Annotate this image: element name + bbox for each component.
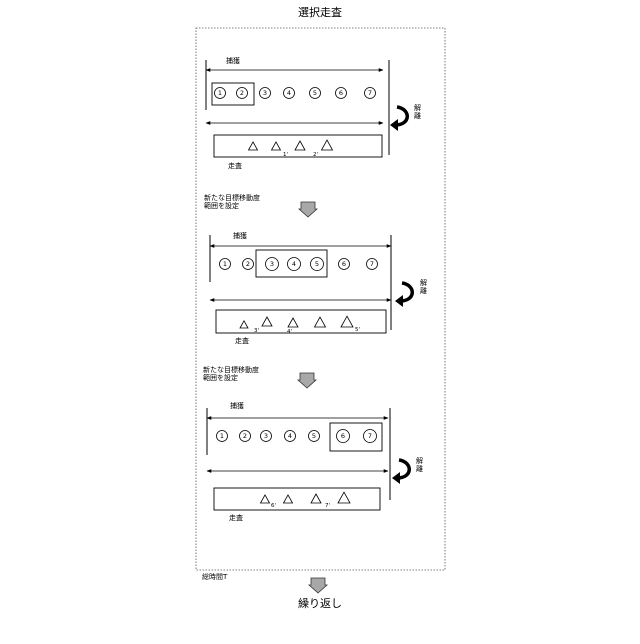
position-number: 2 xyxy=(243,432,247,440)
position-number: 7 xyxy=(368,89,372,97)
position-number: 7 xyxy=(370,260,374,268)
release-arrow-head xyxy=(395,295,403,307)
position-number: 6 xyxy=(342,260,346,268)
position-number: 2 xyxy=(240,89,244,97)
release-arrow-head xyxy=(392,472,400,484)
peak-label: 5' xyxy=(355,327,360,333)
transition-arrow xyxy=(298,373,316,388)
peak-triangle xyxy=(322,140,333,150)
peak-triangle xyxy=(272,142,281,150)
scan-box xyxy=(216,310,386,333)
position-number: 5 xyxy=(313,89,317,97)
repeat-label: 繰り返し xyxy=(0,597,640,610)
transition-arrow xyxy=(309,578,327,593)
peak-triangle xyxy=(288,318,298,327)
peak-label: 2' xyxy=(313,152,318,158)
position-number: 1 xyxy=(220,432,224,440)
peak-triangle xyxy=(249,142,258,150)
peak-label: 1' xyxy=(283,152,288,158)
peak-triangle xyxy=(295,141,305,150)
peak-triangle xyxy=(338,492,350,503)
position-number: 3 xyxy=(264,432,268,440)
peak-triangle xyxy=(315,317,326,327)
position-number: 3 xyxy=(263,89,267,97)
release-label: 解離 xyxy=(416,457,426,474)
position-number: 6 xyxy=(339,89,343,97)
capture-label: 捕獲 xyxy=(226,57,240,65)
position-number: 4 xyxy=(288,432,292,440)
position-number: 3 xyxy=(270,260,274,268)
release-label: 解離 xyxy=(414,104,424,121)
position-number: 2 xyxy=(246,260,250,268)
next-range-label: 新たな目標移動度 範囲を設定 xyxy=(203,366,259,383)
position-number: 5 xyxy=(312,432,316,440)
peak-triangle xyxy=(341,316,353,327)
scan-label: 走査 xyxy=(228,162,242,170)
position-number: 7 xyxy=(368,432,372,440)
total-time-label: 総時間T xyxy=(202,573,227,581)
scan-label: 走査 xyxy=(229,514,243,522)
peak-label: 3' xyxy=(254,328,259,334)
position-number: 4 xyxy=(292,260,296,268)
peak-triangle xyxy=(261,495,270,503)
peak-triangle xyxy=(284,495,293,503)
position-number: 4 xyxy=(287,89,291,97)
peak-label: 4' xyxy=(287,329,292,335)
peak-label: 7' xyxy=(325,503,330,509)
peak-label: 6' xyxy=(271,503,276,509)
position-number: 6 xyxy=(341,432,345,440)
release-arrow-head xyxy=(390,119,398,131)
peak-triangle xyxy=(240,321,248,328)
transition-arrow xyxy=(299,202,317,217)
next-range-label: 新たな目標移動度 範囲を設定 xyxy=(204,194,260,211)
release-label: 解離 xyxy=(420,279,430,296)
scan-label: 走査 xyxy=(235,337,249,345)
capture-label: 捕獲 xyxy=(230,402,244,410)
capture-label: 捕獲 xyxy=(233,232,247,240)
diagram-title: 選択走査 xyxy=(0,6,640,19)
peak-triangle xyxy=(262,317,272,326)
peak-triangle xyxy=(311,494,321,503)
position-number: 5 xyxy=(315,260,319,268)
scan-box xyxy=(214,488,380,510)
position-number: 1 xyxy=(218,89,222,97)
position-number: 1 xyxy=(223,260,227,268)
